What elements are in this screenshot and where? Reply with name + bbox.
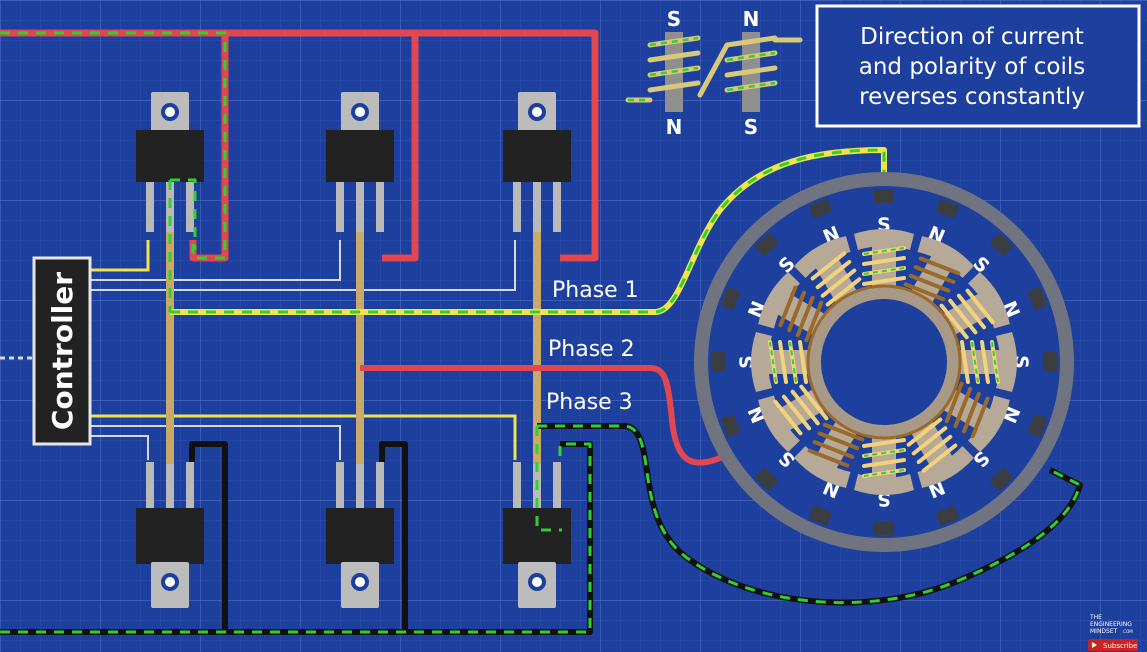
rotor-magnet [936, 505, 959, 526]
rotor-magnet [1027, 414, 1048, 437]
positive-supply-wires [0, 29, 599, 262]
motor-shaft-hole [822, 300, 946, 424]
info-line-3: reverses constantly [859, 84, 1085, 110]
stator-coil [773, 384, 829, 436]
rotor-magnet [1027, 287, 1048, 310]
controller-box: Controller [32, 256, 92, 446]
rotor-magnet [809, 198, 832, 219]
mini-coil-top-right-pole: N [743, 7, 760, 31]
logo-line-2: ENGINEERING [1090, 621, 1132, 628]
ground-wires [0, 441, 593, 635]
phase-2-label: Phase 2 [548, 337, 635, 362]
logo-suffix: .COM [1122, 629, 1133, 634]
rotor-magnet [990, 233, 1013, 256]
rotor-magnet [936, 198, 959, 219]
logo-line-1: THE [1089, 614, 1102, 621]
rotor-magnet [874, 521, 894, 535]
mini-coil-bottom-right-pole: S [744, 115, 758, 139]
mini-coil-bottom-left-pole: N [666, 115, 683, 139]
subscribe-button[interactable]: Subscribe [1103, 642, 1137, 650]
info-line-2: and polarity of coils [859, 54, 1086, 80]
controller-label: Controller [46, 272, 79, 430]
logo-line-3: MINDSET [1090, 628, 1118, 635]
stator-coil [960, 340, 1000, 384]
stator-coil [768, 340, 808, 384]
phase-1-label: Phase 1 [552, 278, 639, 303]
phase-bus-bars [166, 232, 541, 464]
rotor-magnet [720, 287, 741, 310]
phase-3-label: Phase 3 [546, 390, 633, 415]
stator-coils [768, 246, 1000, 478]
rotor-magnet [720, 414, 741, 437]
phase-ring [806, 284, 962, 440]
stator-coil [810, 251, 862, 307]
rotor-magnet [755, 468, 778, 491]
rotor-magnet [755, 233, 778, 256]
rotor-magnets [711, 189, 1057, 535]
info-line-1: Direction of current [860, 24, 1084, 50]
stator-coil [807, 422, 865, 468]
stator-coil [862, 438, 906, 478]
logo: THE ENGINEERING MINDSET .COM Subscribe [1088, 614, 1138, 651]
stator-coil [906, 417, 958, 473]
mini-coil-top-left-pole: S [667, 7, 681, 31]
phase-wires [168, 147, 1083, 606]
rotor-magnet [990, 468, 1013, 491]
mini-coils: S N N S [625, 7, 803, 139]
rotor-magnet [711, 352, 725, 372]
info-box: Direction of current and polarity of coi… [815, 4, 1141, 128]
stator-coil [862, 246, 906, 286]
stator-coil [944, 381, 990, 439]
stator-coil [903, 256, 961, 302]
rotor-magnet [1043, 352, 1057, 372]
rotor-magnet [874, 189, 894, 203]
rotor-magnet [809, 505, 832, 526]
stator-coil [939, 288, 995, 340]
stator-coil [778, 285, 824, 343]
